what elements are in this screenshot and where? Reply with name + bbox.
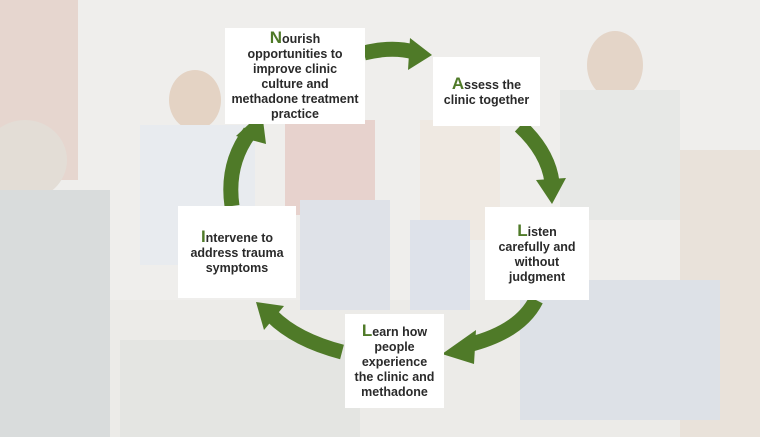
step-assess-text: ssess the clinic together [443, 77, 530, 107]
step-learn-text: earn how people experience the clinic an… [354, 324, 435, 399]
step-assess-initial: A [451, 73, 465, 93]
arrow-intervene-to-nourish [223, 127, 257, 208]
step-nourish-initial: N [269, 28, 283, 47]
step-listen: Listen carefully and without judgment [485, 207, 589, 300]
step-listen-text: isten carefully and without judgment [498, 224, 576, 284]
arrowhead-learn [442, 330, 476, 364]
arrow-learn-to-intervene [266, 310, 344, 360]
step-intervene-initial: I [200, 226, 206, 246]
step-assess: Assess the clinic together [433, 57, 540, 126]
arrowhead-intervene [256, 302, 284, 330]
step-listen-initial: L [517, 220, 528, 240]
step-learn-initial: L [361, 320, 373, 340]
arrow-nourish-to-assess [362, 41, 416, 61]
arrowhead-listen [536, 178, 566, 204]
step-learn: Learn how people experience the clinic a… [345, 314, 444, 408]
arrow-assess-to-listen [514, 120, 560, 184]
arrowhead-assess [408, 38, 432, 70]
step-nourish: Nourish opportunities to improve clinic … [225, 28, 365, 124]
step-intervene: Intervene to address trauma symptoms [178, 206, 296, 298]
arrow-listen-to-learn [466, 296, 543, 353]
step-intervene-text: ntervene to address trauma symptoms [190, 230, 284, 275]
step-nourish-text: ourish opportunities to improve clinic c… [231, 32, 359, 121]
